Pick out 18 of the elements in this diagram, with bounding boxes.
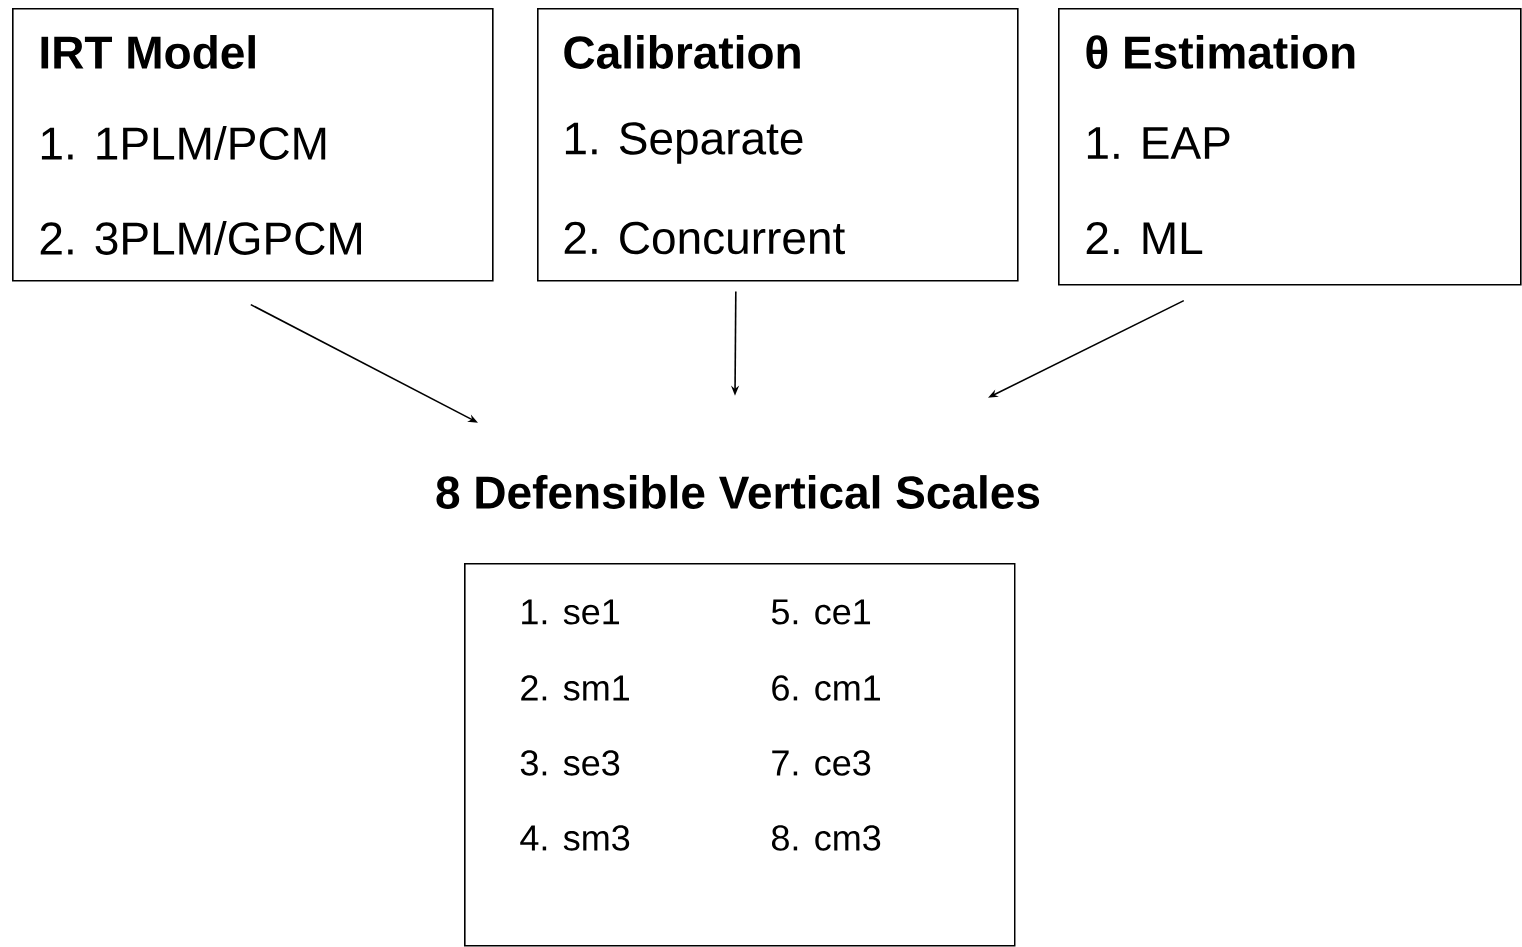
list-item: 2. sm1 (521, 675, 629, 701)
list-item: 2. ML (1086, 221, 1203, 255)
heading: 8 Defensible Vertical Scales (436, 475, 1040, 509)
list-item: 1. Separate (565, 122, 803, 164)
list-item: 7. ce3 (772, 750, 871, 776)
list-item: 1. 1PLM/PCM (41, 126, 326, 160)
list-item: 1. se1 (522, 599, 619, 625)
box-heading: IRT Model (41, 35, 255, 69)
box-heading: Calibration (564, 35, 800, 69)
list-item: 1. EAP (1087, 127, 1230, 159)
list-item: 5. ce1 (771, 599, 870, 625)
list-item: 3. se3 (520, 750, 620, 776)
list-item: 2. 3PLM/GPCM (40, 221, 361, 255)
list-item: 4. sm3 (520, 825, 630, 851)
list-item: 6. cm1 (772, 675, 880, 701)
list-item: 8. cm3 (772, 825, 881, 851)
list-item: 2. Concurrent (564, 221, 845, 255)
box-heading: θ Estimation (1086, 35, 1355, 69)
